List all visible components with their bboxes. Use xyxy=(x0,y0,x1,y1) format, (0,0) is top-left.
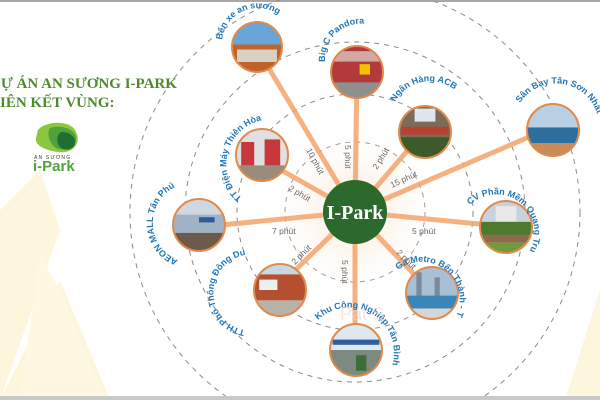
photo-electronics xyxy=(235,128,289,182)
destination-label: Ngân Hàng ACB xyxy=(388,73,459,103)
page-title: DỰ ÁN AN SƯƠNG I-PARK LIÊN KẾT VÙNG: xyxy=(0,75,177,113)
time-label: 5 phút xyxy=(340,260,350,284)
destination-nodes xyxy=(172,21,580,377)
photo-metro xyxy=(405,266,459,320)
photo-airport xyxy=(526,103,580,157)
time-label: 5 phút xyxy=(343,145,353,169)
title-line-2: LIÊN KẾT VÙNG: xyxy=(0,95,115,111)
bottom-border xyxy=(0,396,600,400)
top-border xyxy=(0,0,600,2)
time-label: 7 phút xyxy=(272,226,296,236)
photo-bigc xyxy=(330,45,384,99)
photo-school xyxy=(253,263,307,317)
destination-label: TTH Phổ Thông Đông Du xyxy=(205,247,246,338)
time-label: 5 phút xyxy=(412,226,436,236)
photo-acb xyxy=(398,105,452,159)
photo-industrial-park xyxy=(329,323,383,377)
logo-subtitle: AN SƯƠNG xyxy=(34,155,72,161)
center-label: I-Park xyxy=(327,202,385,224)
photo-software-park xyxy=(479,200,533,254)
center-circle xyxy=(323,180,387,244)
watermark: Pat S xyxy=(340,304,384,324)
ipark-logo-icon xyxy=(35,122,78,153)
photo-bus-station xyxy=(231,21,283,73)
logo-brand: i-Park xyxy=(33,158,75,175)
title-line-1: DỰ ÁN AN SƯƠNG I-PARK xyxy=(0,76,177,92)
photo-aeon xyxy=(172,198,226,252)
